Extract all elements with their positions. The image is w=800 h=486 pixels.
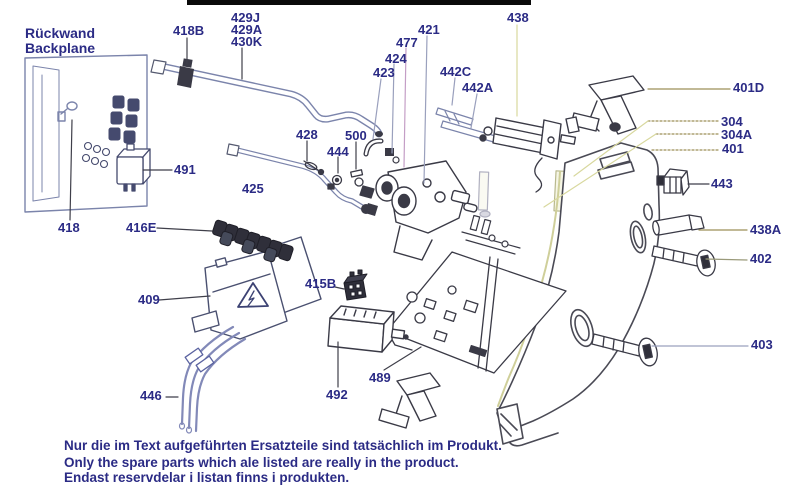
- backplane-heading-en: Backplane: [25, 40, 96, 56]
- callout-425: 425: [242, 181, 264, 196]
- wires-446-part: [178, 325, 247, 434]
- backplane-heading-de: Rückwand: [25, 25, 96, 41]
- hose-segment: [477, 170, 566, 218]
- leader-lines-accent: [403, 24, 748, 261]
- clamp-418B-part: [177, 58, 194, 88]
- capacitor-492-part: [327, 305, 409, 353]
- callout-415B: 415B: [305, 276, 337, 291]
- leader-lines-dark: [69, 37, 710, 398]
- callout-489: 489: [369, 370, 391, 385]
- callout-442C: 442C: [440, 64, 472, 79]
- callout-402: 402: [750, 251, 772, 266]
- callout-421: 421: [418, 22, 440, 37]
- leader-lines-bluegray: [372, 35, 749, 347]
- valve-assembly: [375, 160, 478, 261]
- fitting-444-part: [327, 174, 343, 190]
- backplane-terminals: [108, 95, 140, 144]
- cover-409-part: [191, 236, 322, 340]
- callout-477: 477: [396, 35, 418, 50]
- bracket-401D-part: [565, 75, 645, 135]
- callout-418: 418: [58, 220, 80, 235]
- box-443-part: [656, 168, 690, 196]
- terminal-416E-part: [212, 219, 294, 263]
- callout-428: 428: [296, 127, 318, 142]
- fitting-428-part: [303, 160, 325, 176]
- backplane-screws: [81, 141, 111, 169]
- footer-note-de: Nur die im Text aufgeführten Ersatzteile…: [64, 438, 502, 453]
- bracket-489-part: [378, 372, 441, 429]
- strip-442C-part: [435, 107, 474, 126]
- callout-403: 403: [751, 337, 773, 352]
- callout-429J: 429J: [231, 10, 260, 25]
- callout-304A: 304A: [721, 127, 753, 142]
- callout-492: 492: [326, 387, 348, 402]
- footer-note-sv: Endast reservdelar i listan finns i prod…: [64, 470, 350, 485]
- footer-note-en: Only the spare parts which ale listed ar…: [64, 455, 459, 470]
- callout-442A: 442A: [462, 80, 494, 95]
- callout-401D: 401D: [733, 80, 765, 95]
- callout-424: 424: [385, 51, 407, 66]
- callout-491: 491: [174, 162, 196, 177]
- callout-429A: 429A: [231, 22, 263, 37]
- elbow-423-part: [363, 138, 400, 164]
- callout-304: 304: [721, 114, 743, 129]
- warning-triangle-icon: [237, 282, 269, 308]
- callout-446: 446: [140, 388, 162, 403]
- callout-409: 409: [138, 292, 160, 307]
- callout-438: 438: [507, 10, 529, 25]
- callout-438A: 438A: [750, 222, 782, 237]
- cylinder-438A-part: [652, 214, 705, 236]
- screw-403-part: [591, 333, 658, 367]
- misc-small-parts: [461, 214, 521, 255]
- callout-444: 444: [327, 144, 349, 159]
- screw-402-part: [651, 245, 716, 277]
- tub-body: [496, 142, 661, 447]
- callout-418B: 418B: [173, 23, 205, 38]
- base-plate: [386, 251, 567, 374]
- solenoid-438-part: [479, 117, 577, 193]
- callout-401: 401: [722, 141, 744, 156]
- callout-416E: 416E: [126, 220, 157, 235]
- callout-500: 500: [345, 128, 367, 143]
- backplane-heading: Rückwand Backplane: [25, 26, 95, 56]
- fitting-500-part: [350, 169, 375, 199]
- redaction-bar: [187, 0, 531, 5]
- block-415B-part: [343, 269, 368, 301]
- callout-423: 423: [373, 65, 395, 80]
- callout-443: 443: [711, 176, 733, 191]
- relay-491-part: [116, 143, 151, 192]
- callout-430K: 430K: [231, 34, 263, 49]
- backplane-box: [24, 54, 148, 213]
- lightning-bolt-icon: [247, 290, 255, 307]
